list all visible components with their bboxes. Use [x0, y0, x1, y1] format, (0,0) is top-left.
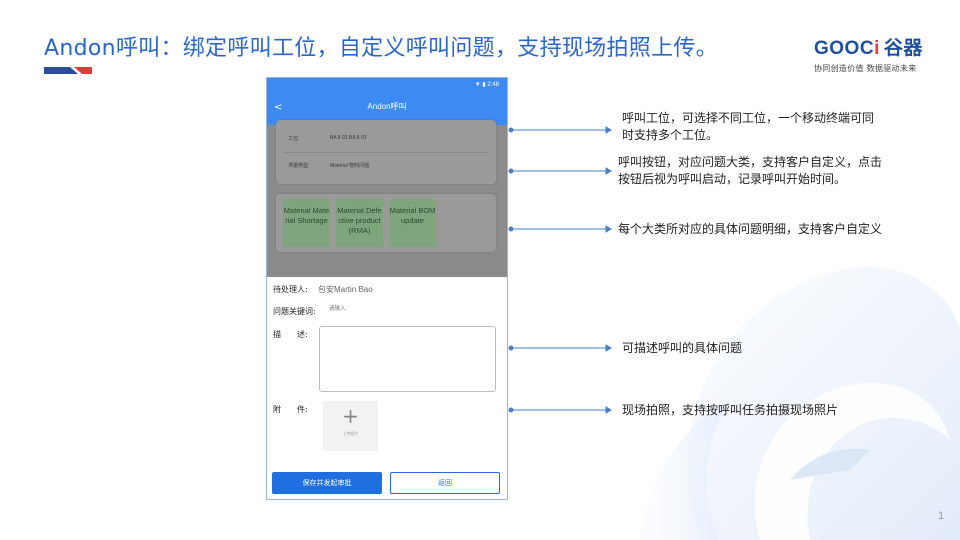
leader-dot [508, 127, 514, 133]
station-label: 工位: [288, 136, 300, 142]
category-button[interactable]: Material Defective product(RMA) [336, 199, 383, 247]
leader-dot [508, 168, 514, 174]
category-button[interactable]: Material Material Shortage [283, 199, 330, 247]
description-label: 描 述: [273, 330, 308, 339]
slide-title: Andon呼叫：绑定呼叫工位，自定义呼叫问题，支持现场拍照上传。 [44, 36, 718, 61]
type-label: 求援类型: [288, 163, 310, 169]
type-value: Material 物料问题 [330, 163, 370, 169]
plus-icon: + [342, 404, 359, 428]
arrow-right-icon [605, 167, 612, 175]
annotation-station: 呼叫工位，可选择不同工位，一个移动终端可同 时支持多个工位。 [622, 111, 875, 142]
station-value: BA 8 03 BA 8 03 [330, 135, 367, 141]
status-time: 2:48 [487, 82, 499, 88]
logo-tagline: 协同创造价值 数据驱动未来 [814, 64, 917, 73]
card-divider [284, 152, 488, 153]
annotation-photo: 现场拍照，支持按呼叫任务拍摄现场照片 [622, 403, 839, 417]
photo-upload-button[interactable]: + 上传照片 [323, 401, 378, 451]
keyword-input[interactable] [329, 304, 389, 314]
handler-label: 待处理人: [273, 285, 308, 294]
app-bar: < Andon呼叫 [267, 92, 507, 125]
wifi-icon: ▼ [474, 82, 481, 88]
category-button[interactable]: Material BOM update [389, 199, 436, 247]
arrow-right-icon [605, 344, 612, 352]
arrow-right-icon [605, 406, 612, 414]
status-bar: ▼ ▮ 2:48 [267, 78, 507, 92]
station-card: 工位: BA 8 03 BA 8 03 求援类型: Material 物料问题 [276, 120, 496, 184]
handler-value[interactable]: 包安Martin Bao [318, 285, 373, 294]
page-number: 1 [938, 510, 945, 522]
leader-dot [508, 407, 514, 413]
leader-dot [508, 226, 514, 232]
keyword-label: 问题关键词: [273, 307, 316, 316]
upload-hint: 上传照片 [342, 431, 359, 436]
description-textarea[interactable] [319, 326, 496, 392]
title-accent-bar [44, 67, 92, 74]
back-button[interactable]: 返回 [390, 472, 500, 494]
app-bar-title: Andon呼叫 [367, 102, 407, 111]
station-row[interactable]: 工位: BA 8 03 BA 8 03 [288, 135, 366, 142]
type-row[interactable]: 求援类型: Material 物料问题 [288, 162, 369, 169]
attachment-label: 附 件: [273, 405, 308, 414]
annotation-description: 可描述呼叫的具体问题 [622, 341, 743, 355]
chevron-left-icon[interactable]: < [274, 102, 283, 113]
arrow-right-icon [605, 225, 612, 233]
battery-icon: ▮ [482, 82, 486, 88]
annotation-call-button: 呼叫按钮，对应问题大类，支持客户自定义，点击 按钮后视为呼叫启动，记录呼叫开始时… [618, 155, 883, 186]
submit-approval-button[interactable]: 保存并发起审批 [272, 472, 382, 494]
phone-screenshot: ▼ ▮ 2:48 < Andon呼叫 工位: BA 8 03 BA 8 03 求… [266, 77, 508, 500]
category-button-panel: Material Material Shortage Material Defe… [276, 194, 496, 252]
leader-dot [508, 345, 514, 351]
annotation-detail: 每个大类所对应的具体问题明细，支持客户自定义 [618, 222, 883, 236]
arrow-right-icon [605, 126, 612, 134]
